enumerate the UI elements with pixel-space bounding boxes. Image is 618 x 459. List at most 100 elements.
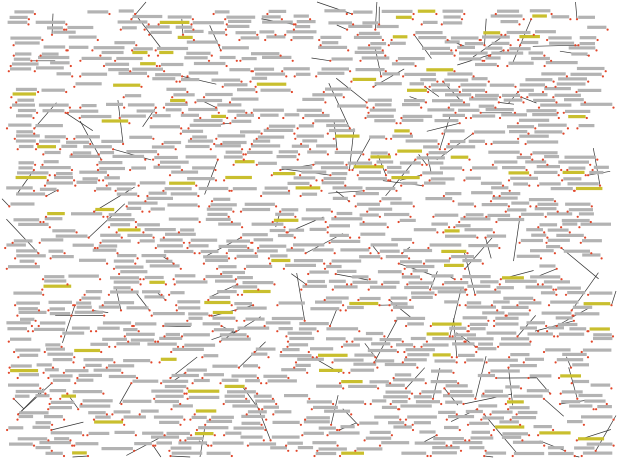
anchor-point [374,356,377,359]
anchor-point [269,262,272,265]
label-box [232,404,258,408]
label-box [548,36,572,40]
label-box [374,415,400,419]
anchor-point [249,80,252,83]
anchor-point [481,262,484,265]
label-box [286,30,317,34]
anchor-point [251,241,254,244]
label-box [206,207,233,211]
anchor-point [528,309,531,312]
leader-line [65,112,93,131]
anchor-point [330,210,333,213]
label-box [180,228,195,232]
label-box [68,45,89,49]
highlighted-label-box [194,432,214,436]
anchor-point [224,18,227,21]
label-box [50,61,70,65]
label-box [293,259,323,263]
anchor-point [381,283,384,286]
label-box [458,353,475,357]
label-box [379,249,400,253]
anchor-point [347,49,350,52]
label-box [241,421,261,425]
label-box [152,114,171,118]
anchor-point [27,330,30,333]
label-box [237,326,270,330]
anchor-point [279,168,282,172]
label-box [533,170,558,174]
label-box [72,151,92,155]
label-box [165,108,182,112]
label-box [36,66,64,70]
label-box [453,333,476,337]
label-box [295,72,311,76]
label-box [44,150,61,155]
anchor-point [315,75,318,78]
anchor-point [12,397,15,400]
label-box [493,300,510,304]
anchor-point [262,439,265,442]
anchor-point [41,278,45,281]
anchor-point [96,38,99,42]
anchor-point [139,283,142,286]
anchor-point [179,132,182,135]
anchor-point [44,392,47,395]
anchor-point [36,111,39,114]
anchor-point [555,293,558,296]
label-box [263,374,288,378]
label-box [80,114,112,119]
label-box [343,343,360,347]
anchor-point [241,148,244,151]
anchor-point [108,345,111,348]
anchor-point [48,226,51,229]
anchor-point [146,194,149,198]
anchor-point [41,38,44,42]
anchor-point [590,340,593,343]
label-box [465,409,483,414]
label-box [329,224,350,228]
anchor-point [409,132,412,135]
anchor-point [282,267,285,270]
label-box [114,430,135,434]
anchor-point [464,340,467,343]
label-box [427,108,455,112]
label-box [304,113,330,118]
anchor-point [222,122,225,125]
anchor-point [44,215,48,218]
label-box [234,302,252,306]
anchor-point [275,402,278,406]
label-box [303,431,324,435]
anchor-point [504,210,507,213]
anchor-point [364,116,367,120]
label-box [142,290,161,294]
label-box [491,41,510,45]
anchor-point [253,350,256,354]
label-box [163,140,182,145]
label-box [548,326,564,330]
label-box [18,161,34,165]
anchor-point [587,54,590,57]
leader-line [426,122,460,132]
label-box [543,280,570,284]
label-box [122,26,137,30]
label-box [546,245,561,249]
label-box [296,134,324,138]
label-box [497,217,525,222]
anchor-point [170,408,173,411]
label-box [287,181,310,185]
anchor-point [7,340,10,343]
anchor-point [114,345,117,348]
label-box [257,135,285,139]
anchor-point [332,402,335,406]
leader-line [422,434,437,443]
anchor-point [560,246,563,250]
label-box [18,166,33,170]
label-box [49,389,67,393]
label-box [108,68,129,72]
label-box [264,186,288,190]
label-box [495,322,519,326]
anchor-point [582,423,586,426]
anchor-point [234,309,237,312]
anchor-point [491,163,494,166]
label-box [422,171,443,175]
